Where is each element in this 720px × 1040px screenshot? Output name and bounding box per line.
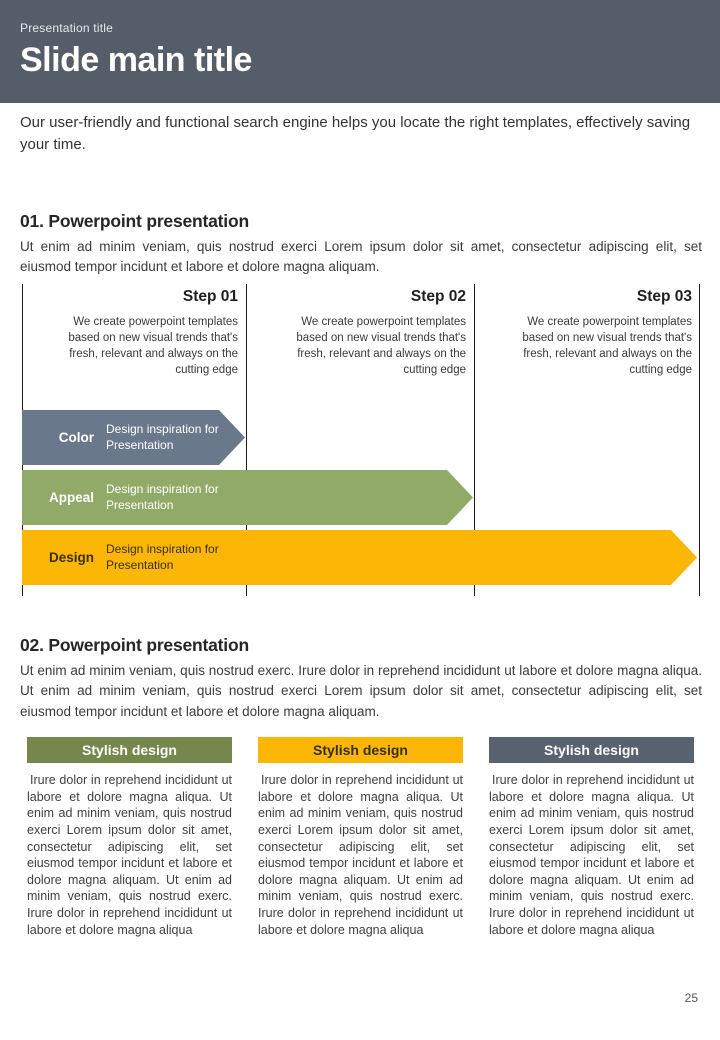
steps-table: Step 01 We create powerpoint templates b… [22, 284, 700, 596]
section1-heading: 01. Powerpoint presentation [20, 211, 249, 231]
step-label: Step 03 [636, 288, 692, 305]
table-divider [246, 284, 247, 596]
section2-heading: 02. Powerpoint presentation [20, 635, 249, 655]
section2-paragraph: Ut enim ad minim veniam, quis nostrud ex… [20, 663, 702, 719]
column-header: Stylish design [258, 737, 463, 763]
step-cell-1: Step 01 We create powerpoint templates b… [22, 288, 246, 398]
process-arrow-design: Design Design inspiration for Presentati… [22, 530, 697, 585]
stylish-column-3: Stylish design Irure dolor in reprehend … [489, 737, 694, 938]
arrow-description: Design inspiration for Presentation [106, 541, 219, 572]
column-body: Irure dolor in reprehend incididunt ut l… [489, 773, 694, 937]
section1-paragraph: Ut enim ad minim veniam, quis nostrud ex… [20, 239, 702, 275]
column-header: Stylish design [27, 737, 232, 763]
arrow-description: Design inspiration for Presentation [106, 421, 219, 452]
presentation-title: Presentation title [20, 21, 113, 35]
step-description: We create powerpoint templates based on … [522, 316, 692, 377]
stylish-column-1: Stylish design Irure dolor in reprehend … [27, 737, 232, 938]
slide-header: Presentation title Slide main title [0, 0, 720, 103]
step-description: We create powerpoint templates based on … [68, 316, 238, 377]
step-label: Step 01 [182, 288, 238, 305]
arrow-label: Color [58, 430, 94, 445]
table-divider [699, 284, 700, 596]
process-arrow-appeal: Appeal Design inspiration for Presentati… [22, 470, 473, 525]
table-divider [474, 284, 475, 596]
step-label: Step 02 [410, 288, 466, 305]
process-arrow-color: Color Design inspiration for Presentatio… [22, 410, 245, 465]
column-body: Irure dolor in reprehend incididunt ut l… [258, 773, 463, 937]
column-body: Irure dolor in reprehend incididunt ut l… [27, 773, 232, 937]
page-number: 25 [684, 991, 698, 1005]
arrow-label: Appeal [48, 490, 94, 505]
page-title: Slide main title [20, 41, 252, 79]
step-cell-2: Step 02 We create powerpoint templates b… [246, 288, 474, 398]
arrow-label: Design [48, 550, 94, 565]
step-cell-3: Step 03 We create powerpoint templates b… [474, 288, 700, 398]
column-header: Stylish design [489, 737, 694, 763]
step-description: We create powerpoint templates based on … [296, 316, 466, 377]
intro-paragraph: Our user-friendly and functional search … [20, 114, 691, 153]
arrow-description: Design inspiration for Presentation [106, 481, 219, 512]
stylish-column-2: Stylish design Irure dolor in reprehend … [258, 737, 463, 938]
